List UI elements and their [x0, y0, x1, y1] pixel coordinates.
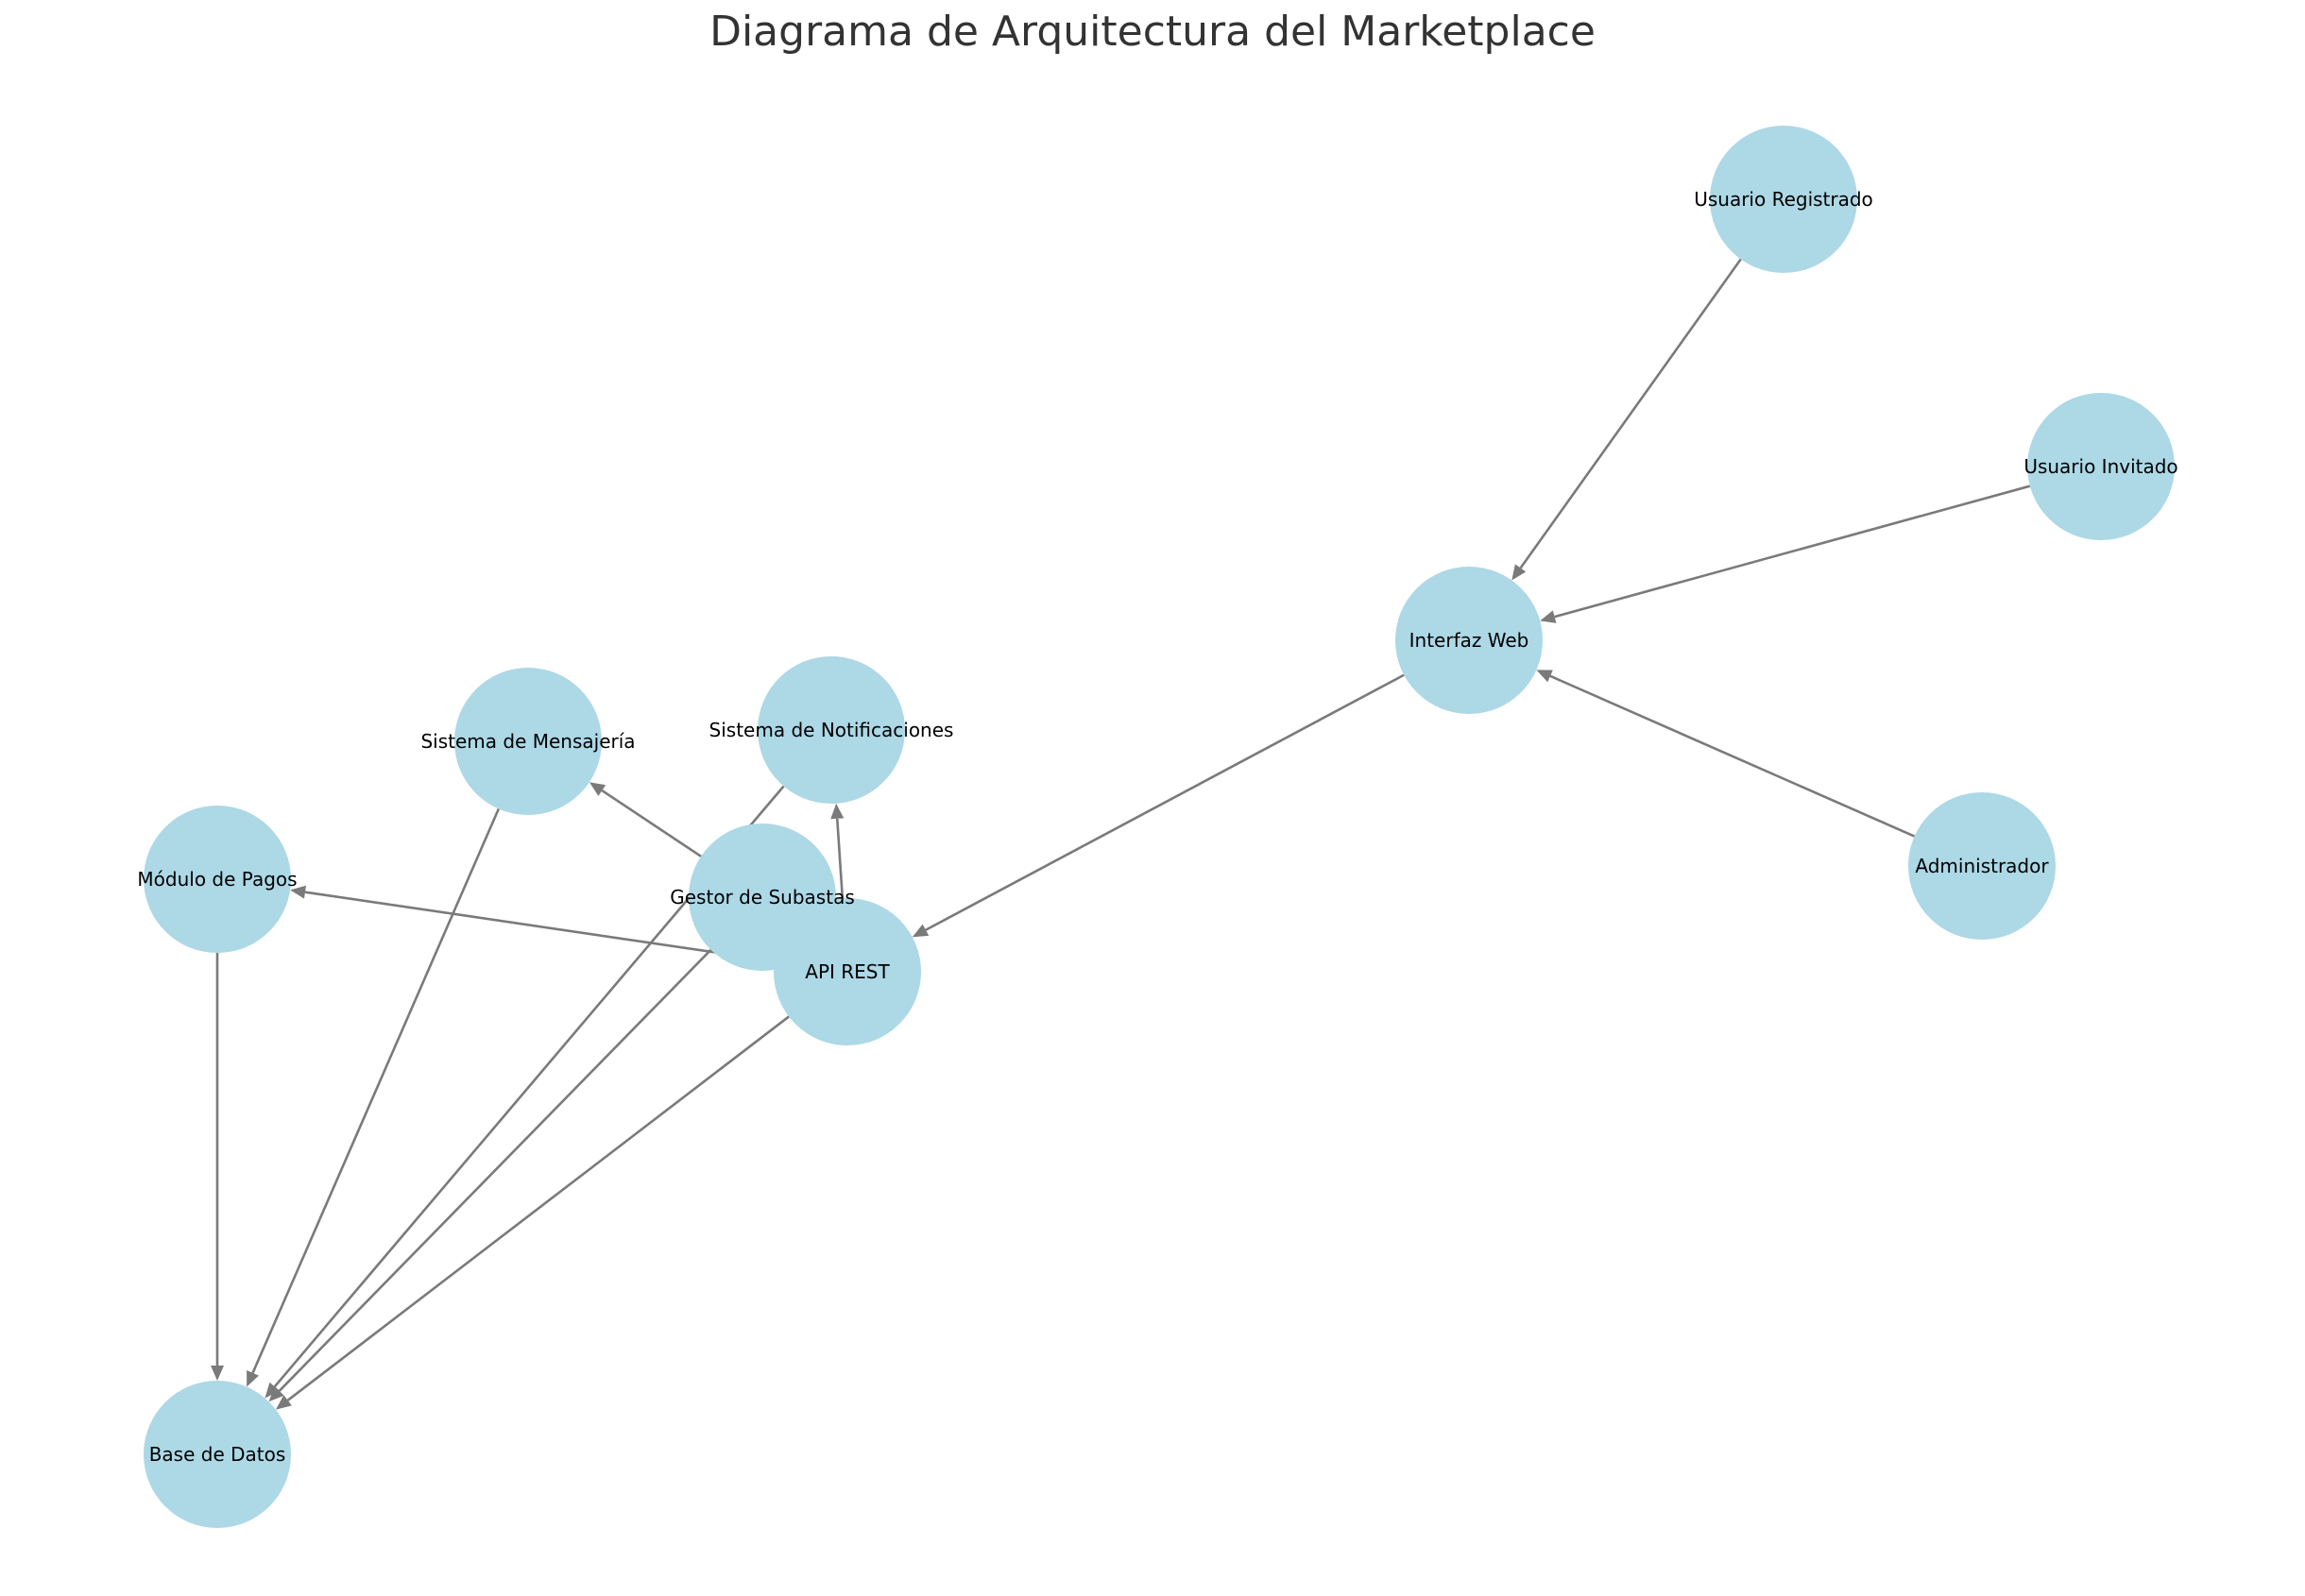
node-label: Base de Datos: [149, 1443, 286, 1466]
node-usuario-invitado: Usuario Invitado: [2023, 393, 2178, 540]
edge-gestor_subastas-to-sistema_mensajeria: [589, 782, 702, 857]
edge-gestor_subastas-to-base_datos: [268, 948, 712, 1402]
node-usuario-registrado: Usuario Registrado: [1694, 126, 1873, 273]
node-gestor-subastas: Gestor de Subastas: [670, 823, 855, 971]
arrowhead-icon: [275, 1395, 292, 1410]
edge-interfaz_web-to-api_rest: [912, 673, 1405, 938]
edge-api_rest-to-sistema_notificaciones: [830, 803, 845, 899]
node-circle: [454, 668, 602, 815]
edge-sistema_mensajeria-to-base_datos: [247, 807, 501, 1387]
node-label: Sistema de Mensajería: [420, 730, 635, 753]
node-circle: [2027, 393, 2175, 540]
edge-line: [835, 818, 845, 899]
node-administrador: Administrador: [1908, 792, 2056, 940]
node-circle: [758, 656, 905, 804]
arrowhead-icon: [211, 1366, 224, 1381]
node-circle: [1395, 567, 1543, 714]
edge-administrador-to-interfaz_web: [1536, 670, 1916, 838]
arrowhead-icon: [912, 924, 930, 938]
node-circle: [1710, 126, 1857, 273]
edge-modulo_pagos-to-base_datos: [211, 953, 224, 1381]
node-base-datos: Base de Datos: [144, 1381, 291, 1528]
node-circle: [144, 806, 291, 953]
node-label: API REST: [805, 960, 890, 983]
arrowhead-icon: [265, 1382, 281, 1399]
edge-api_rest-to-base_datos: [275, 1015, 790, 1410]
edge-line: [304, 891, 776, 962]
edge-usuario_registrado-to-interfaz_web: [1511, 258, 1742, 581]
node-label: Usuario Invitado: [2023, 455, 2177, 478]
arrowhead-icon: [1511, 564, 1527, 581]
node-modulo-pagos: Módulo de Pagos: [137, 806, 298, 953]
node-label: Interfaz Web: [1409, 629, 1529, 652]
arrowhead-icon: [290, 885, 307, 899]
arrowhead-icon: [1536, 670, 1553, 683]
edge-line: [601, 789, 702, 857]
node-interfaz-web: Interfaz Web: [1395, 567, 1543, 714]
diagram-title: Diagrama de Arquitectura del Marketplace: [709, 8, 1596, 56]
edge-line: [925, 673, 1405, 931]
node-label: Módulo de Pagos: [137, 868, 297, 891]
node-circle: [144, 1381, 291, 1528]
edge-line: [1554, 484, 2031, 619]
arrowhead-icon: [830, 803, 845, 820]
edge-line: [1519, 258, 1742, 569]
edges-layer: [211, 258, 2031, 1410]
edge-line: [251, 807, 501, 1374]
arrowhead-icon: [268, 1385, 284, 1402]
arrowhead-icon: [1540, 610, 1557, 623]
node-label: Gestor de Subastas: [670, 886, 855, 908]
edge-usuario_invitado-to-interfaz_web: [1540, 484, 2031, 623]
edge-api_rest-to-modulo_pagos: [290, 885, 776, 962]
node-label: Sistema de Notificaciones: [709, 719, 954, 741]
edge-line: [286, 1015, 790, 1401]
edge-line: [278, 948, 712, 1392]
arrowhead-icon: [247, 1370, 259, 1387]
node-circle: [1908, 792, 2056, 940]
edge-line: [1549, 674, 1916, 838]
node-circle: [689, 823, 836, 971]
node-label: Administrador: [1915, 855, 2049, 877]
arrowhead-icon: [589, 782, 606, 796]
node-sistema-notificaciones: Sistema de Notificaciones: [709, 656, 954, 804]
node-sistema-mensajeria: Sistema de Mensajería: [420, 668, 636, 815]
node-label: Usuario Registrado: [1694, 188, 1873, 211]
